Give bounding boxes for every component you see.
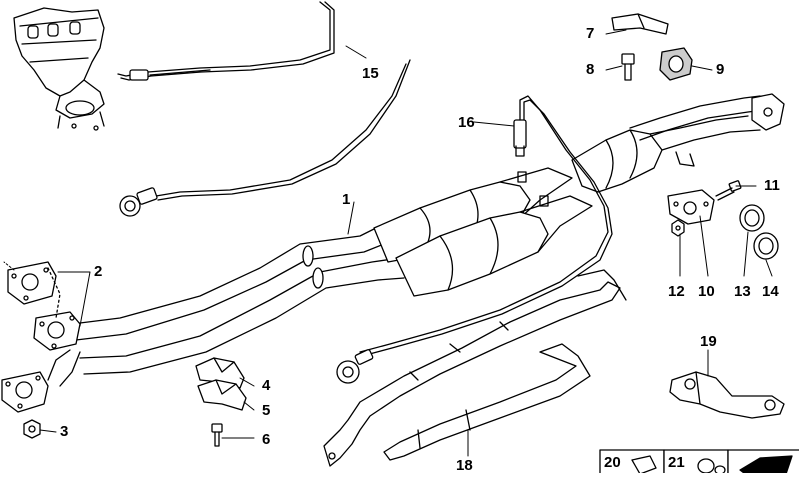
callout-3: 3: [60, 423, 69, 440]
box-22: [727, 449, 799, 477]
exhaust-pipe-assembly: [71, 93, 785, 375]
flange-gaskets: [1, 261, 81, 413]
callout-16: 16: [458, 114, 475, 131]
callout-9: 9: [716, 61, 725, 78]
flange-gasket-10: [667, 189, 715, 225]
callout-8: 8: [586, 61, 595, 78]
exhaust-manifold: [13, 7, 105, 131]
bracket-19: [669, 371, 785, 419]
nut-3: [23, 419, 41, 439]
callout-18: 18: [456, 457, 473, 474]
callout-7: 7: [586, 25, 595, 42]
callout-1: 1: [342, 191, 351, 208]
clip-7: [611, 13, 669, 35]
pipe-clamp: [195, 357, 247, 411]
callout-10: 10: [698, 283, 715, 300]
callout-14: 14: [762, 283, 779, 300]
box-20: [599, 449, 665, 477]
bolt-8: [621, 53, 635, 81]
ring-14: [753, 232, 779, 260]
ring-13: [739, 204, 765, 232]
callout-20: 20: [604, 454, 621, 471]
bolt-6: [211, 423, 223, 447]
callout-2: 2: [94, 263, 103, 280]
callout-5: 5: [262, 402, 271, 419]
callout-21: 21: [668, 454, 685, 471]
nut-12: [671, 219, 685, 237]
callout-15: 15: [362, 65, 379, 82]
mounting-bracket-18: [323, 269, 627, 467]
callout-19: 19: [700, 333, 717, 350]
oxygen-sensor-16: [336, 95, 613, 384]
rubber-mount-9: [659, 47, 693, 81]
callout-6: 6: [262, 431, 271, 448]
bolt-11: [715, 180, 742, 201]
callout-12: 12: [668, 283, 685, 300]
callout-4: 4: [262, 377, 271, 394]
oxygen-sensor-15: [117, 1, 411, 217]
callout-11: 11: [764, 177, 780, 194]
leader-lines: [3, 29, 773, 457]
callout-13: 13: [734, 283, 751, 300]
